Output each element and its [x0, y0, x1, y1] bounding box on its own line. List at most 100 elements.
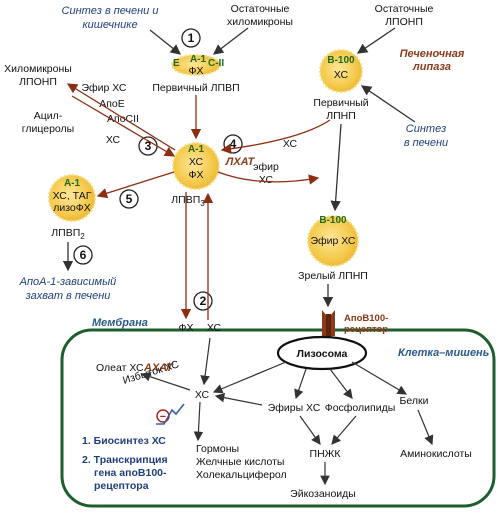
eicosanoids: Эйкозаноиды — [290, 488, 356, 500]
chylomicrons-vldl-line1: Хиломикроны — [4, 63, 72, 75]
synth-liver-line1: Синтез — [406, 123, 446, 135]
arrow-chylo-to-primary-hdl — [212, 27, 249, 55]
hormones-line2: Желчные кислоты — [196, 456, 284, 468]
hdl3-apo: А-1 — [188, 144, 205, 155]
inhibition-sign: − — [156, 403, 185, 425]
residual-vldl-line1: Остаточные — [375, 3, 434, 15]
svg-text:5: 5 — [126, 192, 133, 206]
hepatic-lipase-line1: Печеночная — [400, 48, 465, 60]
apoa-capture-line1: АпоА-1-зависимый — [19, 276, 117, 288]
apoa-capture-line2: захват в печени — [25, 290, 111, 302]
apob100-receptor — [322, 310, 335, 338]
arrow-proteins-to-amino — [417, 409, 434, 446]
hormones-line3: Холекальциферол — [196, 469, 287, 481]
step-1: 1 — [181, 28, 201, 48]
membrane-xc: ХС — [207, 322, 222, 334]
synth-liver-intestine-line2: кишечнике — [82, 19, 137, 31]
step-5: 5 — [119, 189, 139, 209]
mature-ldl-core: Эфир ХС — [310, 235, 355, 247]
hdl3-label: ЛПВП3 — [171, 194, 205, 208]
phospholipids: Фосфолипиды — [325, 402, 396, 414]
residual-vldl-line2: ЛПОНП — [385, 16, 423, 28]
hdl2-core-2: лизоФХ — [53, 202, 91, 214]
mature-ldl-apo: В-100 — [319, 215, 347, 226]
arrow-exchange-2 — [71, 95, 176, 157]
arrow-lysosome-to-proteins — [351, 361, 408, 395]
arrow-xc-to-hdl3 — [220, 119, 331, 154]
svg-text:3: 3 — [145, 139, 152, 153]
lysosome — [276, 335, 368, 371]
cell-membrane — [60, 328, 496, 508]
effects-line3: гена апоВ100- — [94, 467, 167, 479]
arrow-esters-to-xc — [214, 392, 263, 406]
effects-line2: 2. Транскрипция — [82, 454, 168, 466]
primary-ldl-label-line1: Первичный — [313, 97, 368, 109]
ahat-label: АХАТ — [143, 362, 174, 374]
membrane-fx: ФХ — [179, 322, 194, 334]
svg-text:4: 4 — [230, 137, 237, 151]
xc-left-label: ХС — [106, 134, 121, 146]
effects-line4: рецептора — [94, 480, 149, 492]
arrow-synth-to-primary-hdl — [149, 29, 182, 55]
residual-chylomicrons-line2: хиломикроны — [227, 16, 293, 28]
oleate-xc: Олеат ХС — [96, 362, 144, 374]
hdl2-apo: А-1 — [64, 178, 81, 189]
synth-liver-intestine-line1: Синтез в печени и — [62, 5, 159, 17]
hdl3-core-fx: ФХ — [189, 169, 204, 181]
receptor-label-line1: АпоВ100- — [344, 313, 388, 324]
svg-text:6: 6 — [80, 248, 87, 262]
primary-ldl-label-line2: ЛПНП — [326, 110, 356, 122]
proteins: Белки — [400, 395, 429, 407]
svg-text:2: 2 — [200, 294, 207, 308]
effects-line1: 1. Биосинтез ХС — [82, 435, 166, 447]
primary-hdl-core: ФХ — [189, 65, 204, 77]
amino-acids: Аминокислоты — [400, 448, 472, 460]
arrow-exchange-1 — [66, 83, 176, 151]
step-6: 6 — [73, 245, 93, 265]
svg-text:1: 1 — [188, 31, 195, 45]
xc-right-label: ХС — [283, 138, 298, 150]
lysosome-label: Лизосома — [297, 348, 348, 360]
arrow-membrane-to-xc — [200, 337, 211, 386]
primary-hdl-label: Первичный ЛПВП — [152, 82, 239, 94]
mature-ldl-particle: В-100 Эфир ХС — [307, 215, 359, 267]
arrow-xc-to-hormones — [193, 401, 204, 442]
hdl3-core-xc: ХС — [189, 156, 204, 168]
arrow-ester-xc-out — [217, 171, 320, 185]
hepatic-lipase-line2: липаза — [412, 61, 451, 73]
svg-text:−: − — [160, 411, 166, 423]
esters-xc: Эфиры ХС — [268, 402, 321, 414]
ester-xc-label: Эфир ХС — [81, 82, 126, 94]
primary-ldl-core: ХС — [334, 69, 349, 81]
step-3: 3 — [138, 136, 158, 156]
apo-cii-label: C-II — [208, 58, 224, 69]
arrow-lysosome-to-xc — [212, 361, 287, 394]
arrow-synth-liver-to-ldl — [360, 85, 416, 123]
ester-xc-right-line1: эфир — [253, 161, 279, 173]
primary-hdl-particle: E А-1 C-II ФХ — [171, 54, 224, 77]
apo-a1-label: А-1 — [190, 54, 207, 65]
receptor-label-line2: рецептор — [344, 324, 388, 335]
hdl3-particle: А-1 ХС ФХ — [172, 142, 220, 190]
center-xc: ХС — [195, 389, 210, 401]
lhat-label: ЛХАТ — [225, 156, 256, 168]
primary-ldl-particle: В-100 ХС — [319, 49, 363, 93]
hdl2-core-1: ХС, ТАГ — [53, 190, 92, 202]
primary-ldl-apo: В-100 — [327, 55, 355, 66]
chylomicrons-vldl-line2: ЛПОНП — [19, 76, 57, 88]
apoe-label: АпоЕ — [99, 98, 125, 110]
hdl2-label: ЛПВП2 — [51, 227, 85, 241]
arrow-hdl3-to-hdl2 — [96, 171, 175, 199]
arrow-vldl-to-primary-ldl — [356, 27, 396, 54]
arrow-lysosome-to-esters — [294, 368, 307, 400]
target-cell-label: Клетка–мишень — [398, 347, 489, 359]
membrane-label: Мембрана — [92, 317, 148, 329]
hormones-line1: Гормоны — [196, 443, 239, 455]
apo-e-label: E — [173, 58, 180, 69]
acylglycerols-line2: глицеролы — [22, 123, 74, 135]
arrow-lysosome-to-phospholipids — [329, 368, 353, 399]
arrow-xc-to-oleate — [140, 372, 191, 391]
arrow-esters-to-pufa — [299, 415, 321, 445]
